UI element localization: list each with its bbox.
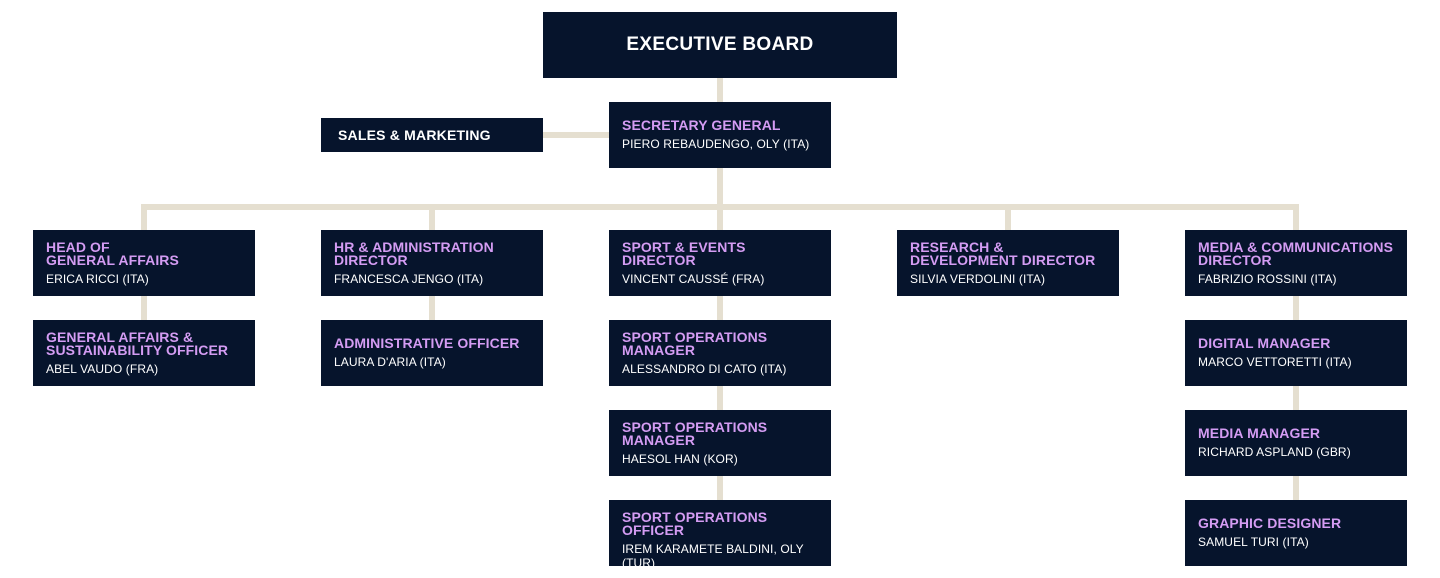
research-development-director-person: SILVIA VERDOLINI (ITA) bbox=[910, 272, 1046, 286]
digital-manager-box: DIGITAL MANAGER MARCO VETTORETTI (ITA) bbox=[1185, 320, 1407, 386]
general-affairs-officer-role: GENERAL AFFAIRS & SUSTAINABILITY OFFICER bbox=[46, 329, 229, 358]
graphic-designer-box: GRAPHIC DESIGNER SAMUEL TURI (ITA) bbox=[1185, 500, 1407, 566]
connector-drop-col3 bbox=[717, 204, 723, 230]
connector-drop-col2 bbox=[429, 204, 435, 230]
secretary-general-person: PIERO REBAUDENGO, OLY (ITA) bbox=[622, 137, 810, 151]
connector-col1-r1 bbox=[141, 296, 147, 320]
research-development-director-role: RESEARCH & DEVELOPMENT DIRECTOR bbox=[910, 239, 1096, 268]
head-general-affairs-role: HEAD OF GENERAL AFFAIRS bbox=[46, 239, 179, 268]
secretary-general-box: SECRETARY GENERAL PIERO REBAUDENGO, OLY … bbox=[609, 102, 831, 168]
general-affairs-officer-box: GENERAL AFFAIRS & SUSTAINABILITY OFFICER… bbox=[33, 320, 255, 386]
hr-administration-director-box: HR & ADMINISTRATION DIRECTOR FRANCESCA J… bbox=[321, 230, 543, 296]
media-manager-box: MEDIA MANAGER RICHARD ASPLAND (GBR) bbox=[1185, 410, 1407, 476]
connector-secretary-bus bbox=[717, 168, 723, 208]
hr-administration-director-person: FRANCESCA JENGO (ITA) bbox=[334, 272, 484, 286]
connector-col3-r3 bbox=[717, 476, 723, 500]
head-general-affairs-box: HEAD OF GENERAL AFFAIRS ERICA RICCI (ITA… bbox=[33, 230, 255, 296]
sport-events-director-role: SPORT & EVENTS DIRECTOR bbox=[622, 239, 746, 268]
sport-operations-manager-2-person: HAESOL HAN (KOR) bbox=[622, 452, 738, 466]
digital-manager-role: DIGITAL MANAGER bbox=[1198, 335, 1331, 351]
head-general-affairs-person: ERICA RICCI (ITA) bbox=[46, 272, 149, 286]
sport-operations-manager-1-person: ALESSANDRO DI CATO (ITA) bbox=[622, 362, 787, 376]
connector-col5-r3 bbox=[1293, 476, 1299, 500]
connector-drop-col4 bbox=[1005, 204, 1011, 230]
digital-manager-person: MARCO VETTORETTI (ITA) bbox=[1198, 355, 1352, 369]
connector-col5-r2 bbox=[1293, 386, 1299, 410]
administrative-officer-person: LAURA D'ARIA (ITA) bbox=[334, 355, 446, 369]
sales-marketing-box: SALES & MARKETING bbox=[321, 118, 543, 152]
connector-drop-col1 bbox=[141, 204, 147, 230]
sport-operations-officer-person: IREM KARAMETE BALDINI, OLY (TUR) bbox=[622, 542, 804, 566]
connector-board-secretary bbox=[717, 78, 723, 102]
hr-administration-director-role: HR & ADMINISTRATION DIRECTOR bbox=[334, 239, 494, 268]
media-communications-director-role: MEDIA & COMMUNICATIONS DIRECTOR bbox=[1198, 239, 1394, 268]
connector-sales-secretary bbox=[543, 132, 609, 138]
administrative-officer-role: ADMINISTRATIVE OFFICER bbox=[334, 335, 520, 351]
sport-events-director-box: SPORT & EVENTS DIRECTOR VINCENT CAUSSÉ (… bbox=[609, 230, 831, 296]
graphic-designer-role: GRAPHIC DESIGNER bbox=[1198, 515, 1342, 531]
general-affairs-officer-person: ABEL VAUDO (FRA) bbox=[46, 362, 159, 376]
connector-col3-r1 bbox=[717, 296, 723, 320]
secretary-general-role: SECRETARY GENERAL bbox=[622, 117, 781, 133]
media-communications-director-box: MEDIA & COMMUNICATIONS DIRECTOR FABRIZIO… bbox=[1185, 230, 1407, 296]
sport-operations-manager-1-box: SPORT OPERATIONS MANAGER ALESSANDRO DI C… bbox=[609, 320, 831, 386]
sales-marketing-title: SALES & MARKETING bbox=[338, 127, 491, 143]
sport-operations-manager-2-box: SPORT OPERATIONS MANAGER HAESOL HAN (KOR… bbox=[609, 410, 831, 476]
sport-operations-officer-role: SPORT OPERATIONS OFFICER bbox=[622, 509, 768, 538]
connector-col3-r2 bbox=[717, 386, 723, 410]
media-communications-director-person: FABRIZIO ROSSINI (ITA) bbox=[1198, 272, 1337, 286]
sport-operations-manager-2-role: SPORT OPERATIONS MANAGER bbox=[622, 419, 768, 448]
sport-operations-officer-box: SPORT OPERATIONS OFFICER IREM KARAMETE B… bbox=[609, 500, 831, 566]
media-manager-person: RICHARD ASPLAND (GBR) bbox=[1198, 445, 1351, 459]
sport-events-director-person: VINCENT CAUSSÉ (FRA) bbox=[622, 272, 765, 286]
media-manager-role: MEDIA MANAGER bbox=[1198, 425, 1321, 441]
executive-board-box: EXECUTIVE BOARD bbox=[543, 12, 897, 78]
graphic-designer-person: SAMUEL TURI (ITA) bbox=[1198, 535, 1309, 549]
executive-board-title: EXECUTIVE BOARD bbox=[626, 34, 814, 55]
connector-col5-r1 bbox=[1293, 296, 1299, 320]
connector-col2-r1 bbox=[429, 296, 435, 320]
sport-operations-manager-1-role: SPORT OPERATIONS MANAGER bbox=[622, 329, 768, 358]
connector-drop-col5 bbox=[1293, 204, 1299, 230]
research-development-director-box: RESEARCH & DEVELOPMENT DIRECTOR SILVIA V… bbox=[897, 230, 1119, 296]
administrative-officer-box: ADMINISTRATIVE OFFICER LAURA D'ARIA (ITA… bbox=[321, 320, 543, 386]
